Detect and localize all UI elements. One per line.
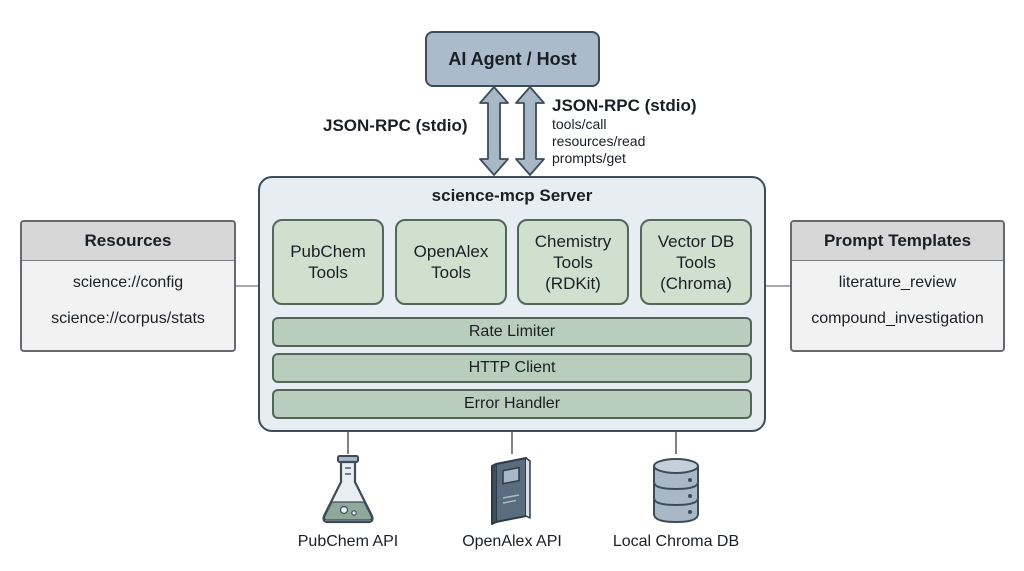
- rate-limiter-bar: Rate Limiter: [272, 317, 752, 347]
- rpc-annotation-right: JSON-RPC (stdio) tools/call resources/re…: [552, 96, 697, 167]
- rpc-method: tools/call: [552, 116, 607, 132]
- openalex-api-label: OpenAlex API: [462, 533, 562, 550]
- tool-label-line: (RDKit): [545, 273, 601, 293]
- resource-item: science://config: [72, 274, 184, 291]
- resources-panel: Resources science://config science://cor…: [20, 220, 236, 352]
- rpc-arrow-right: [515, 86, 545, 176]
- rpc-method: resources/read: [552, 133, 646, 149]
- pubchem-api-label: PubChem API: [297, 533, 399, 550]
- prompt-templates-title: Prompt Templates: [792, 222, 1003, 261]
- book-icon: [491, 457, 531, 525]
- layer-label: HTTP Client: [468, 359, 556, 376]
- resource-item: science://corpus/stats: [51, 310, 205, 327]
- tool-label-line: Chemistry: [534, 231, 612, 251]
- http-client-bar: HTTP Client: [272, 353, 752, 383]
- tool-label-line: OpenAlex: [413, 242, 489, 261]
- prompt-item: compound_investigation: [811, 310, 984, 327]
- pubchem-tools-box: PubChem Tools: [272, 219, 384, 305]
- rpc-label-left: JSON-RPC (stdio): [323, 116, 468, 135]
- local-chroma-db-label: Local Chroma DB: [612, 533, 740, 550]
- prompt-templates-panel: Prompt Templates literature_review compo…: [790, 220, 1005, 352]
- flask-icon: [322, 455, 374, 524]
- tool-label-line: Vector DB: [657, 231, 735, 251]
- tool-label-line: (Chroma): [660, 273, 732, 293]
- database-icon: [653, 458, 699, 524]
- resources-title: Resources: [22, 222, 234, 261]
- server-title: science-mcp Server: [431, 186, 593, 205]
- tool-label-line: PubChem: [290, 242, 366, 261]
- tool-label-line: Tools: [676, 252, 716, 272]
- rpc-label-right: JSON-RPC (stdio): [552, 96, 697, 115]
- openalex-tools-box: OpenAlex Tools: [395, 219, 507, 305]
- layer-label: Error Handler: [463, 395, 561, 412]
- prompt-item: literature_review: [838, 274, 957, 291]
- layer-label: Rate Limiter: [468, 323, 556, 340]
- error-handler-bar: Error Handler: [272, 389, 752, 419]
- tool-label-line: Tools: [431, 263, 471, 282]
- vector-db-tools-box: Vector DB Tools (Chroma): [640, 219, 752, 305]
- tool-label-line: Tools: [553, 252, 593, 272]
- ai-agent-host-box: AI Agent / Host: [425, 31, 600, 87]
- tool-label-line: Tools: [308, 263, 348, 282]
- rpc-method: prompts/get: [552, 150, 626, 166]
- agent-label: AI Agent / Host: [448, 48, 577, 69]
- chemistry-tools-box: Chemistry Tools (RDKit): [517, 219, 629, 305]
- rpc-arrow-left: [479, 86, 509, 176]
